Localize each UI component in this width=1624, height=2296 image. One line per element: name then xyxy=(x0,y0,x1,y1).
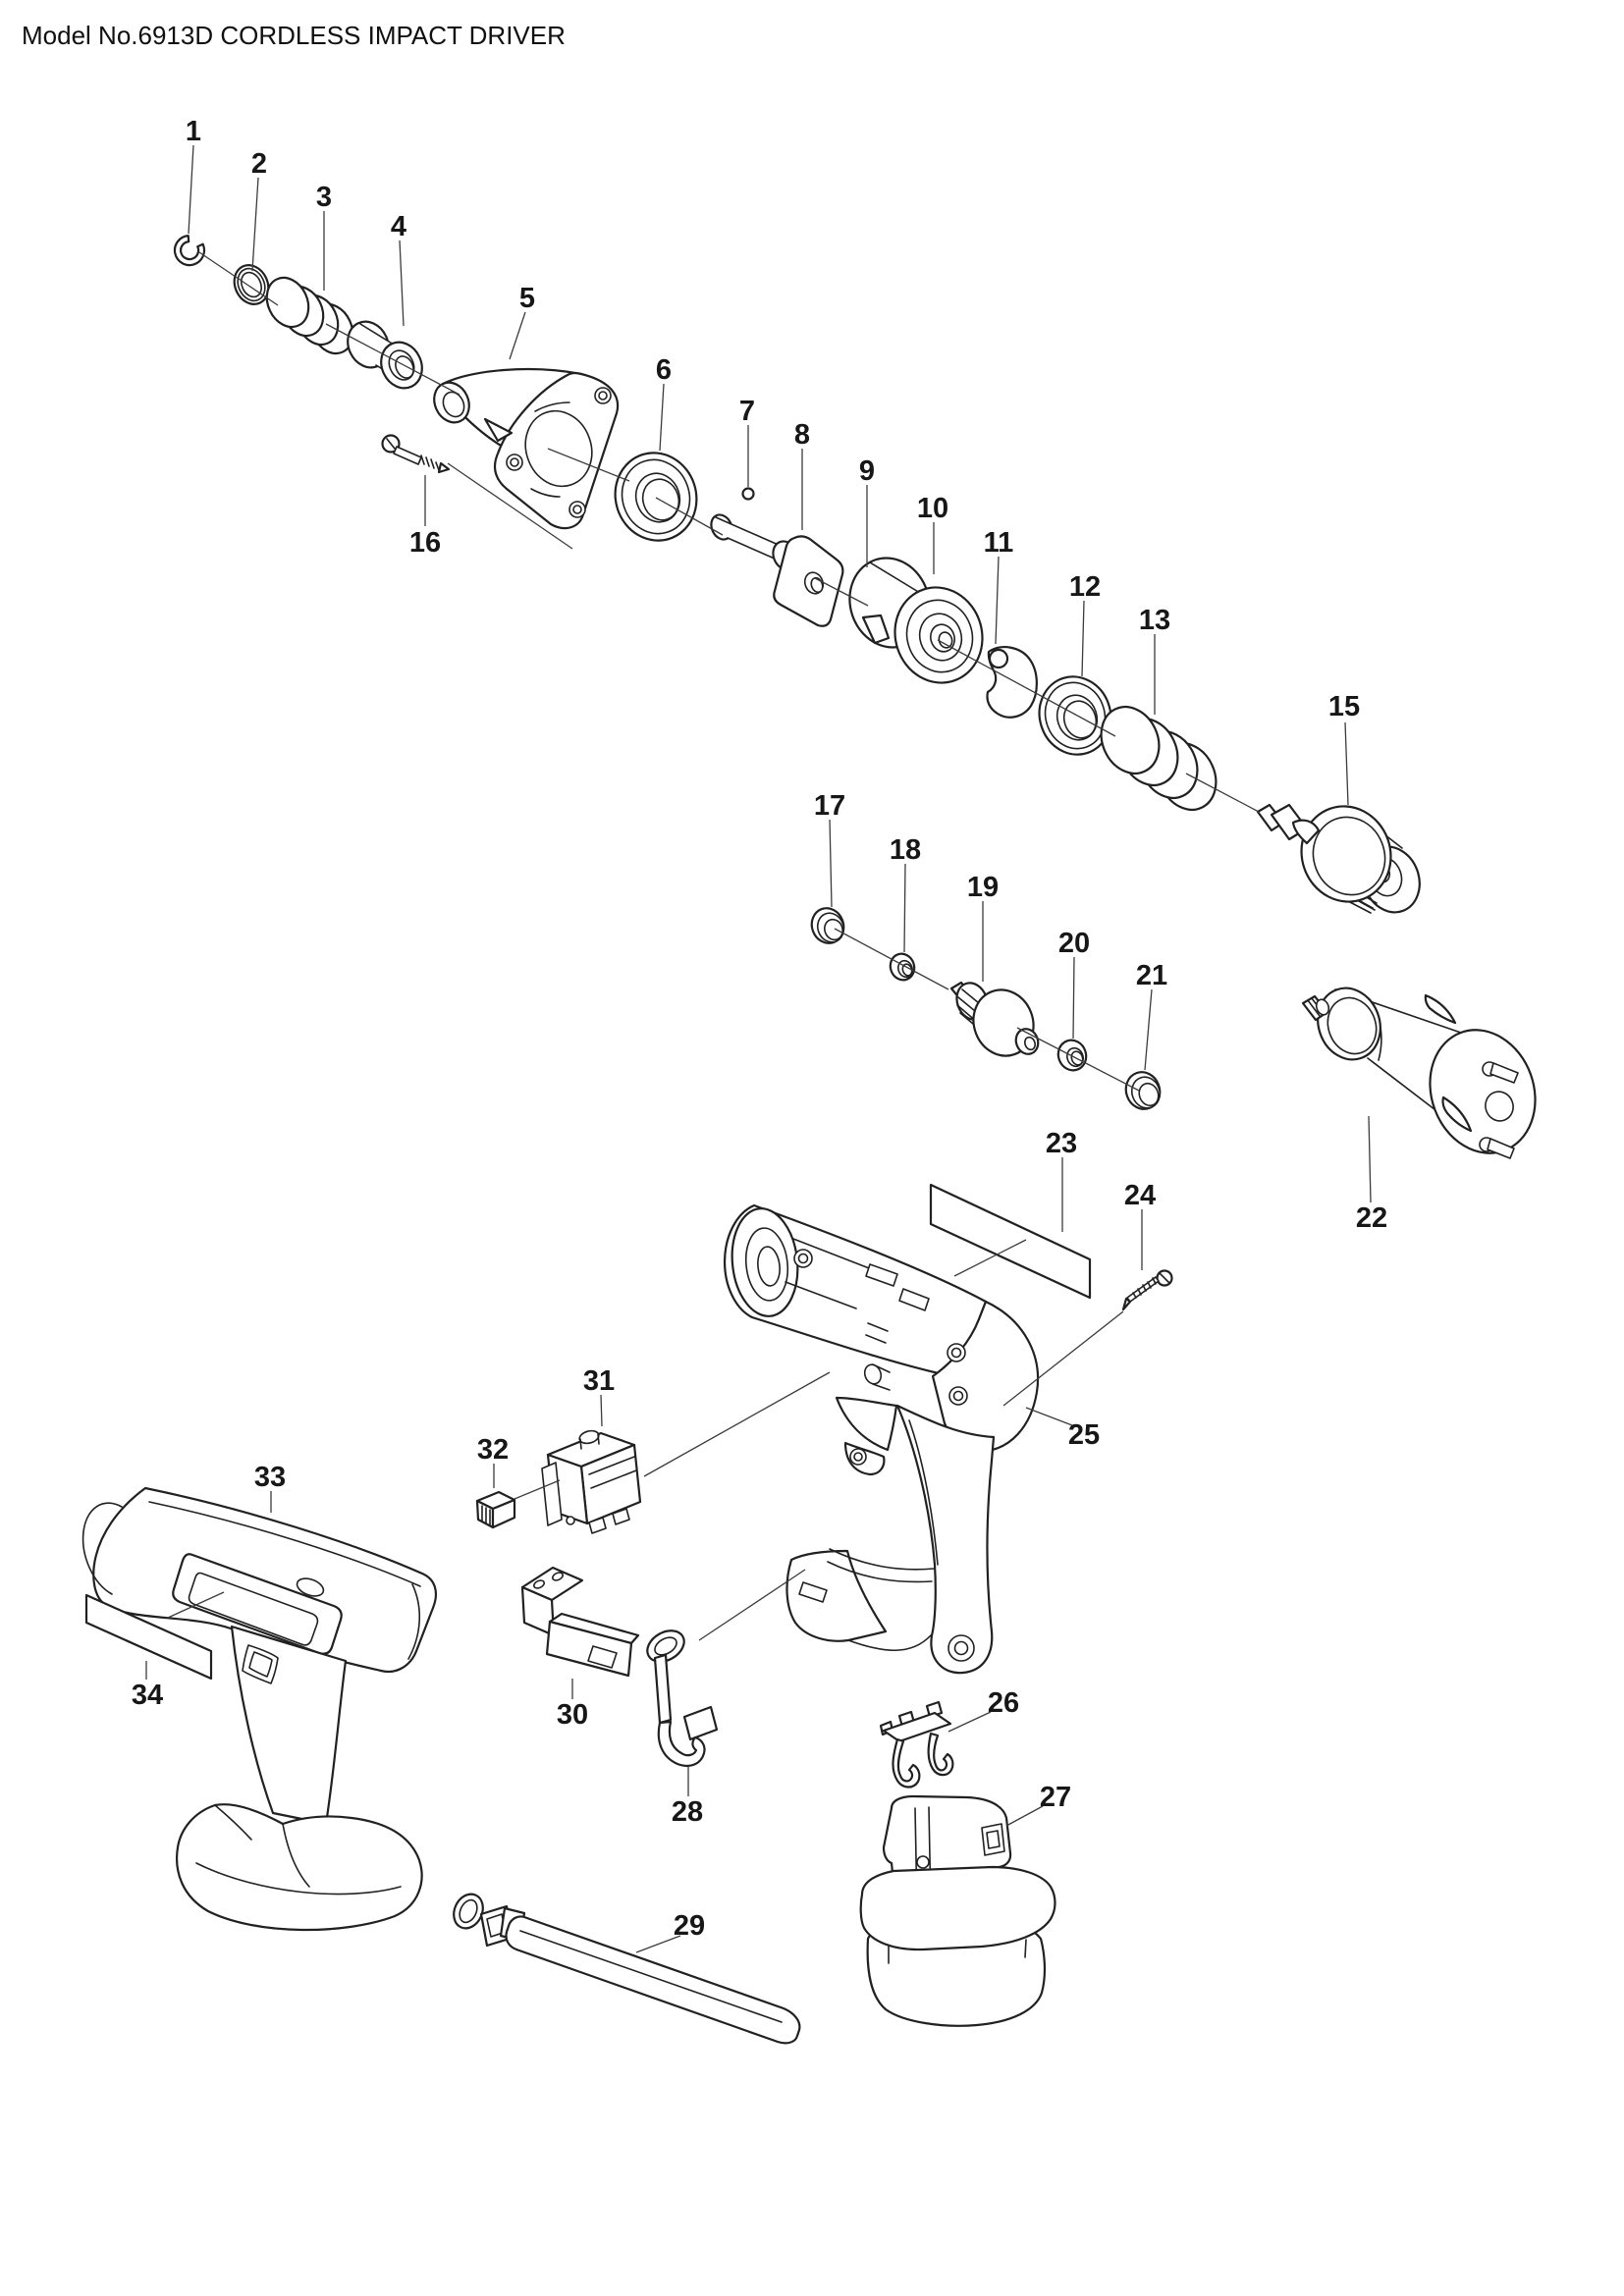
callout-5: 5 xyxy=(519,283,535,314)
callout-25-leader xyxy=(1025,1407,1073,1426)
callout-31: 31 xyxy=(583,1365,615,1397)
part-8-anvil xyxy=(710,513,844,627)
part-15-spindle xyxy=(1256,803,1421,914)
callout-2-leader xyxy=(251,177,259,272)
part-17-flat-washer xyxy=(810,907,845,944)
callout-13: 13 xyxy=(1139,605,1170,636)
callout-19: 19 xyxy=(967,872,999,903)
callout-16: 16 xyxy=(409,527,441,559)
callout-10: 10 xyxy=(917,493,948,524)
callout-17: 17 xyxy=(814,790,845,822)
callout-20-leader xyxy=(1072,956,1075,1040)
part-6-flat-washer-large xyxy=(614,452,698,542)
part-28-hook xyxy=(646,1629,719,1768)
callout-26: 26 xyxy=(988,1687,1019,1719)
part-30-switch-bracket xyxy=(520,1566,640,1678)
callout-21-leader xyxy=(1144,988,1153,1071)
callout-7: 7 xyxy=(739,396,755,427)
callout-20: 20 xyxy=(1058,928,1090,959)
callout-2: 2 xyxy=(251,148,267,180)
part-5-hammer-case xyxy=(433,367,620,530)
callout-1-leader xyxy=(188,144,194,235)
callout-26-leader xyxy=(947,1711,992,1733)
part-26-terminal-holder xyxy=(879,1700,954,1789)
assembly-axis-lines xyxy=(167,251,1260,1641)
callout-34: 34 xyxy=(132,1680,163,1711)
callout-4: 4 xyxy=(391,211,406,242)
callout-15: 15 xyxy=(1328,691,1360,722)
part-32-slide-button xyxy=(475,1490,516,1529)
callout-24: 24 xyxy=(1124,1180,1156,1211)
callout-18: 18 xyxy=(890,834,921,866)
callout-30: 30 xyxy=(557,1699,588,1731)
callout-29-leader xyxy=(635,1935,681,1953)
callout-25: 25 xyxy=(1068,1419,1100,1451)
part-7-steel-ball xyxy=(741,487,755,501)
callout-15-leader xyxy=(1344,721,1349,806)
callout-8: 8 xyxy=(794,419,810,451)
callout-12: 12 xyxy=(1069,571,1101,603)
callout-23: 23 xyxy=(1046,1128,1077,1159)
part-31-switch xyxy=(541,1429,642,1534)
part-25-housing-right xyxy=(723,1203,1040,1675)
part-3-compression-spring xyxy=(265,276,354,355)
part-24-screw xyxy=(1121,1269,1173,1311)
callout-27: 27 xyxy=(1040,1782,1071,1813)
callout-6: 6 xyxy=(656,354,672,386)
callout-3: 3 xyxy=(316,182,332,213)
callout-12-leader xyxy=(1081,600,1085,677)
callout-1: 1 xyxy=(186,116,201,147)
part-34-label xyxy=(84,1593,213,1681)
part-27-battery xyxy=(859,1794,1056,2027)
part-11-cam xyxy=(986,646,1038,719)
callout-18-leader xyxy=(903,863,906,953)
callout-11: 11 xyxy=(984,527,1014,559)
callout-22: 22 xyxy=(1356,1202,1387,1234)
callout-27-leader xyxy=(1005,1805,1044,1827)
callout-5-leader xyxy=(509,311,526,360)
callout-11-leader xyxy=(995,556,1000,645)
part-29-strap xyxy=(453,1893,801,2045)
callout-31-leader xyxy=(600,1394,603,1427)
part-22-motor xyxy=(1301,987,1537,1159)
callout-17-leader xyxy=(829,819,833,908)
callout-29: 29 xyxy=(674,1910,705,1942)
callout-22-leader xyxy=(1368,1115,1372,1203)
part-18-ring xyxy=(889,952,916,982)
callout-33: 33 xyxy=(254,1462,286,1493)
page-title: Model No.6913D CORDLESS IMPACT DRIVER xyxy=(22,21,566,50)
callout-32: 32 xyxy=(477,1434,509,1466)
callout-6-leader xyxy=(659,383,665,452)
part-12-flat-washer xyxy=(1038,675,1112,756)
callout-labels: 1234567891011121315161718192021222324252… xyxy=(132,116,1387,1953)
part-10-hammer xyxy=(848,557,984,684)
part-33-housing-left xyxy=(81,1486,437,1932)
callout-21: 21 xyxy=(1136,960,1167,991)
callout-9: 9 xyxy=(859,455,875,487)
part-13-compression-spring xyxy=(1100,706,1218,811)
part-23-name-plate xyxy=(929,1183,1092,1300)
part-16-screw xyxy=(381,434,451,474)
part-19-gear xyxy=(949,981,1040,1057)
part-21-flat-washer xyxy=(1124,1071,1162,1110)
callout-28: 28 xyxy=(672,1796,703,1828)
parts-drawing xyxy=(81,235,1537,2045)
callout-4-leader xyxy=(399,240,405,327)
part-1-stop-ring xyxy=(173,235,206,267)
